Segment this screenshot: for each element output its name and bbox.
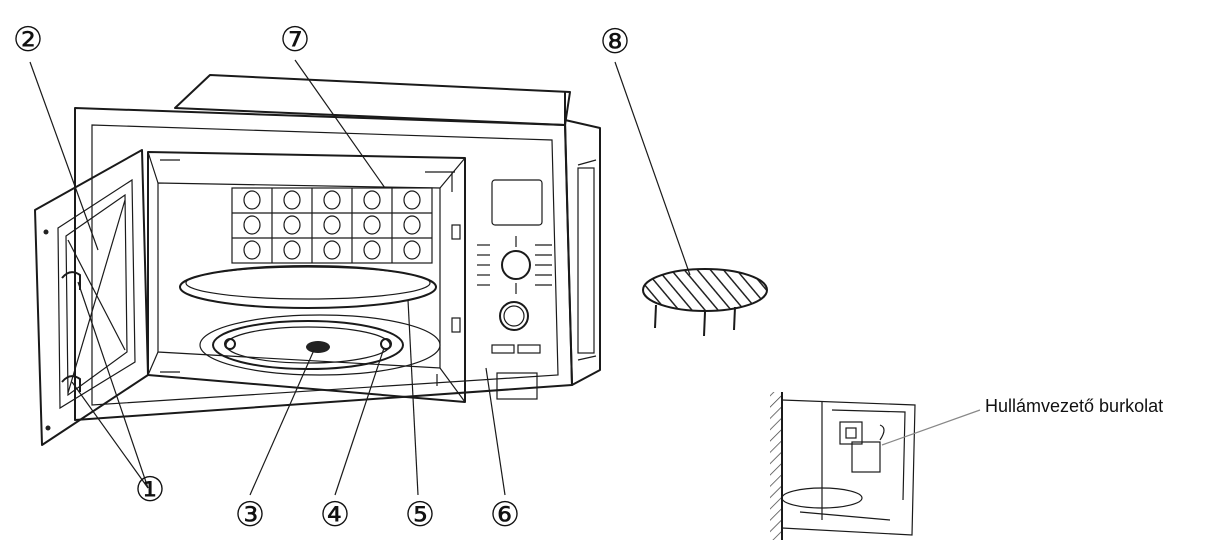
leader-lines: [29, 59, 691, 496]
control-panel: [477, 179, 552, 400]
callout-4: ④: [319, 495, 351, 535]
grill-heater: [231, 187, 433, 264]
glass-tray: [179, 265, 437, 309]
callout-7: ⑦: [279, 20, 311, 60]
callout-2: ②: [12, 20, 44, 60]
microwave-housing: [174, 74, 601, 386]
callout-1: ①: [134, 470, 166, 510]
turntable-shaft: [306, 341, 330, 353]
oven-cavity: [147, 151, 466, 403]
callout-3: ③: [234, 495, 266, 535]
roller-ring: [199, 314, 441, 376]
door-safety-latch: [61, 271, 81, 392]
waveguide-cover-label: Hullámvezető burkolat: [985, 396, 1164, 416]
callout-5: ⑤: [404, 495, 436, 535]
grill-rack: [642, 268, 768, 337]
waveguide-detail: [770, 392, 981, 540]
callout-6: ⑥: [489, 495, 521, 535]
callout-8: ⑧: [599, 22, 631, 62]
door: [34, 149, 149, 446]
